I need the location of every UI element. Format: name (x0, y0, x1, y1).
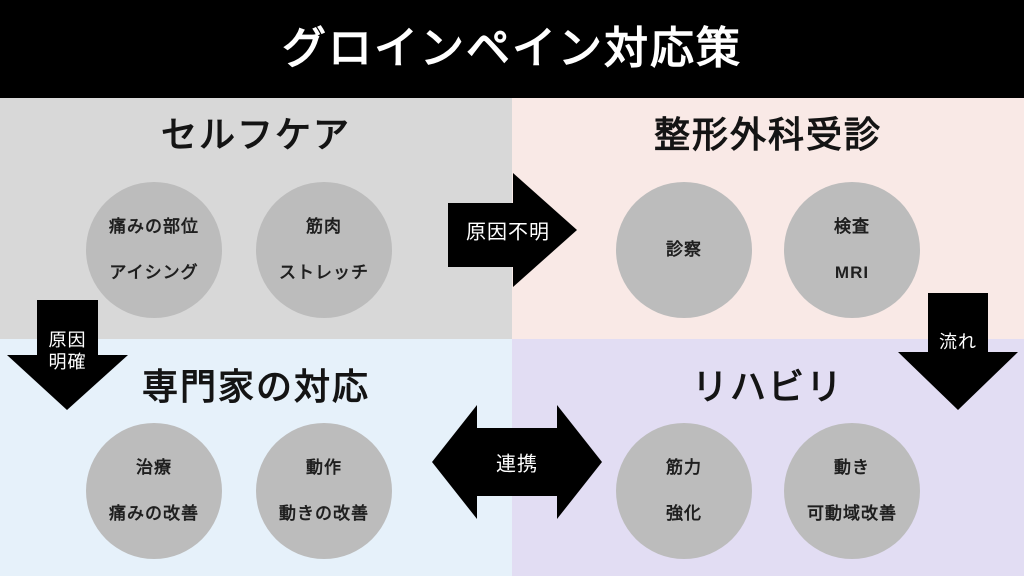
circle-line: 筋肉 (306, 217, 342, 236)
arrow-label: 連携 (496, 453, 538, 476)
quadrant-self-care: セルフケア 痛みの部位 アイシング 筋肉 ストレッチ (0, 98, 512, 339)
circle-line: アイシング (109, 263, 199, 282)
topic-circle-treatment: 治療 痛みの改善 (86, 423, 222, 559)
quadrant-heading-self-care: セルフケア (160, 114, 351, 155)
circle-line: 動き (834, 458, 870, 477)
arrow-label-line: 原因 (48, 330, 87, 350)
arrow-body (448, 203, 514, 267)
arrow-down-flow-icon: 流れ (898, 293, 1018, 410)
topic-circle-muscle-stretch: 筋肉 ストレッチ (256, 182, 392, 318)
arrow-right-cause-unknown-icon: 原因不明 (448, 173, 577, 287)
topic-circle-strength: 筋力 強化 (616, 423, 752, 559)
arrow-head (898, 352, 1018, 410)
arrow-body (37, 300, 98, 356)
arrow-head-left (432, 405, 477, 519)
quadrant-specialist-response: 専門家の対応 治療 痛みの改善 動作 動きの改善 (0, 339, 512, 576)
circle-line: 強化 (666, 504, 702, 523)
circle-line: ストレッチ (279, 263, 369, 282)
circle-line: 動きの改善 (279, 504, 369, 523)
arrow-head (7, 355, 128, 410)
circle-line: 動作 (306, 458, 342, 477)
topic-circle-test-mri: 検査 MRI (784, 182, 920, 318)
quadrant-heading-specialist: 専門家の対応 (141, 366, 370, 407)
arrow-head-right (557, 405, 602, 519)
arrow-body (928, 293, 988, 353)
arrow-double-cooperation-icon: 連携 (432, 405, 602, 519)
arrow-down-cause-clear-icon: 原因明確 (7, 300, 128, 410)
arrow-label: 原因不明 (466, 221, 550, 244)
arrow-head (513, 173, 577, 287)
circle-line: 診察 (666, 240, 702, 259)
topic-circle-movement: 動作 動きの改善 (256, 423, 392, 559)
title-bar: グロインペイン対応策 (0, 0, 1024, 98)
page-title: グロインペイン対応策 (282, 24, 742, 73)
circle-line: MRI (834, 263, 870, 282)
circle-line: 痛みの部位 (109, 217, 199, 236)
quadrant-heading-orthopedic: 整形外科受診 (653, 114, 882, 155)
quadrant-heading-rehab: リハビリ (691, 366, 844, 407)
circle-line: 検査 (834, 217, 870, 236)
circle-line: 治療 (136, 458, 172, 477)
topic-circle-pain-area: 痛みの部位 アイシング (86, 182, 222, 318)
arrow-label-line: 明確 (48, 352, 87, 372)
circle-line: 可動域改善 (807, 504, 897, 523)
topic-circle-range-of-motion: 動き 可動域改善 (784, 423, 920, 559)
topic-circle-examination: 診察 (616, 182, 752, 318)
arrow-body (476, 428, 558, 496)
arrow-label: 原因明確 (7, 329, 128, 373)
circle-line: 筋力 (666, 458, 702, 477)
arrow-label: 流れ (939, 332, 977, 352)
circle-line: 痛みの改善 (109, 504, 199, 523)
